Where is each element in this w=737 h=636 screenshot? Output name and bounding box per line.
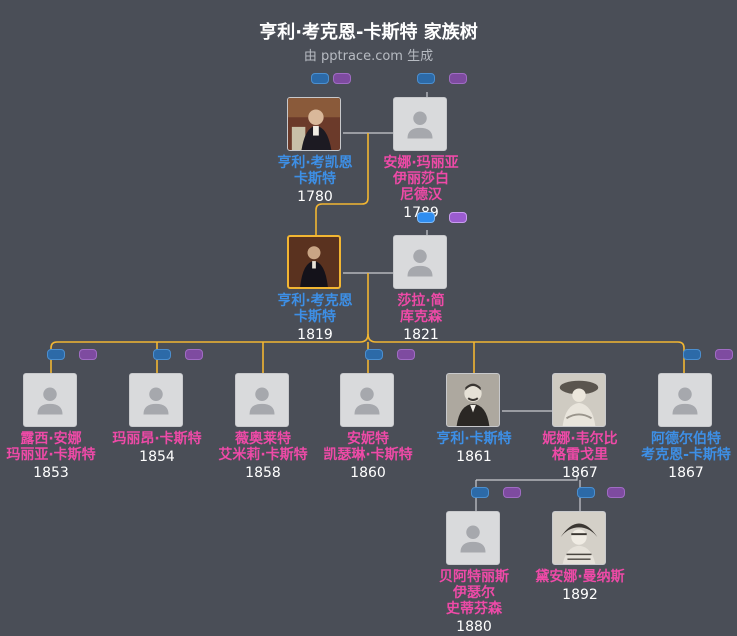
person-placeholder-icon xyxy=(130,374,182,426)
person-placeholder-icon xyxy=(236,374,288,426)
birth-year: 1892 xyxy=(562,587,598,603)
tree-title: 亨利·考克恩-卡斯特 家族树 xyxy=(259,22,478,43)
birth-year: 1880 xyxy=(456,619,492,635)
person-name: 亨利·考凯恩卡斯特 xyxy=(277,155,353,187)
birth-year: 1867 xyxy=(562,465,598,481)
expand-mother-toggle[interactable] xyxy=(449,212,467,223)
birth-year: 1867 xyxy=(668,465,704,481)
person-placeholder-icon xyxy=(394,98,446,150)
expand-mother-toggle[interactable] xyxy=(185,349,203,360)
person-name: 亨利·卡斯特 xyxy=(436,431,512,447)
person-photo xyxy=(340,373,394,427)
person-name: 露西·安娜玛丽亚·卡斯特 xyxy=(6,431,96,463)
person-photo xyxy=(552,373,606,427)
person-photo xyxy=(446,373,500,427)
expand-father-toggle[interactable] xyxy=(683,349,701,360)
expand-father-toggle[interactable] xyxy=(153,349,171,360)
birth-year: 1780 xyxy=(297,189,333,205)
person-name: 黛安娜·曼纳斯 xyxy=(535,569,625,585)
person-photo xyxy=(287,235,341,289)
birth-year: 1860 xyxy=(350,465,386,481)
photo-man-icon xyxy=(447,374,499,426)
person-photo xyxy=(393,235,447,289)
expand-father-toggle[interactable] xyxy=(311,73,329,84)
birth-year: 1858 xyxy=(245,465,281,481)
photo-woman-icon xyxy=(553,512,605,564)
person-placeholder-icon xyxy=(341,374,393,426)
photo-woman-icon xyxy=(553,374,605,426)
birth-year: 1821 xyxy=(403,327,439,343)
expand-mother-toggle[interactable] xyxy=(503,487,521,498)
portrait-icon xyxy=(289,237,339,287)
expand-father-toggle[interactable] xyxy=(417,212,435,223)
portrait-icon xyxy=(288,98,340,150)
expand-father-toggle[interactable] xyxy=(47,349,65,360)
person-photo xyxy=(552,511,606,565)
person-name: 安娜·玛丽亚伊丽莎白尼德汉 xyxy=(383,155,459,203)
person-placeholder-icon xyxy=(659,374,711,426)
descent-line xyxy=(315,133,369,235)
birth-year: 1853 xyxy=(33,465,69,481)
expand-mother-toggle[interactable] xyxy=(79,349,97,360)
person-photo xyxy=(393,97,447,151)
person-name: 妮娜·韦尔比格雷戈里 xyxy=(542,431,618,463)
expand-mother-toggle[interactable] xyxy=(715,349,733,360)
person-placeholder-icon xyxy=(394,236,446,288)
person-placeholder-icon xyxy=(24,374,76,426)
person-name: 玛丽昂·卡斯特 xyxy=(112,431,202,447)
descent-line xyxy=(50,333,369,373)
descent-line xyxy=(367,333,685,373)
expand-mother-toggle[interactable] xyxy=(333,73,351,84)
person-photo xyxy=(235,373,289,427)
person-photo xyxy=(658,373,712,427)
person-name: 贝阿特丽斯伊瑟尔史蒂芬森 xyxy=(439,569,509,617)
spouse-line xyxy=(476,475,578,481)
person-photo xyxy=(129,373,183,427)
person-placeholder-icon xyxy=(447,512,499,564)
expand-mother-toggle[interactable] xyxy=(607,487,625,498)
birth-year: 1854 xyxy=(139,449,175,465)
person-photo xyxy=(287,97,341,151)
expand-father-toggle[interactable] xyxy=(365,349,383,360)
expand-mother-toggle[interactable] xyxy=(397,349,415,360)
person-name: 莎拉·简库克森 xyxy=(397,293,445,325)
person-name: 亨利·考克恩卡斯特 xyxy=(277,293,353,325)
birth-year: 1861 xyxy=(456,449,492,465)
expand-father-toggle[interactable] xyxy=(577,487,595,498)
tree-subtitle: 由 pptrace.com 生成 xyxy=(303,49,434,64)
person-photo xyxy=(23,373,77,427)
person-name: 阿德尔伯特考克恩-卡斯特 xyxy=(641,431,731,463)
birth-year: 1819 xyxy=(297,327,333,343)
expand-mother-toggle[interactable] xyxy=(449,73,467,84)
expand-father-toggle[interactable] xyxy=(417,73,435,84)
person-photo xyxy=(446,511,500,565)
person-name: 薇奥莱特艾米莉·卡斯特 xyxy=(218,431,308,463)
person-name: 安妮特凯瑟琳·卡斯特 xyxy=(323,431,413,463)
expand-father-toggle[interactable] xyxy=(471,487,489,498)
